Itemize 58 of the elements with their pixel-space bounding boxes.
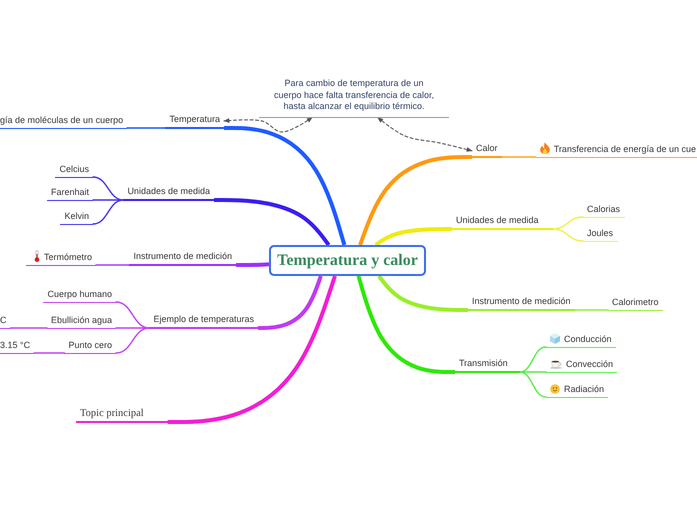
topic-label: Joules: [583, 226, 618, 242]
topic-label: Calorias: [583, 202, 626, 218]
topic-label: Radiación: [564, 384, 604, 394]
topic-label: Conducción: [564, 334, 612, 344]
branch-line: [115, 301, 150, 329]
branch-line: [95, 264, 130, 266]
topic-label: Calor: [472, 142, 502, 158]
branch-line: [33, 352, 66, 354]
branch-curve: [356, 275, 455, 374]
topic-item: [536, 140, 697, 158]
topic-item: [546, 358, 618, 373]
topic-label: Transmisión: [455, 357, 520, 373]
topic-item: [546, 332, 616, 348]
branch-line: [574, 309, 609, 311]
central-topic: Temperatura y calor: [269, 245, 426, 276]
topic-label: Topic principal: [76, 407, 168, 423]
topic-label: Termómetro: [44, 252, 92, 262]
branch-line: [92, 176, 124, 201]
branch-curve: [258, 275, 323, 330]
branch-curve: [236, 262, 270, 267]
topic-item: [546, 382, 608, 398]
topic-label: 3.15 °C: [0, 338, 34, 354]
branch-curve: [374, 227, 452, 247]
branch-curve: [224, 126, 346, 246]
topic-label: Convección: [566, 358, 614, 369]
topic-label: Ejemplo de temperaturas: [149, 313, 258, 329]
topic-label: gía de moléculas de un cuerpo: [0, 114, 128, 129]
topic-label: Unidades de medida: [123, 185, 214, 201]
topic-label: Kelvin: [60, 210, 93, 225]
branch-line: [10, 327, 48, 329]
branch-curve: [168, 275, 337, 424]
branch-curve: [377, 274, 468, 312]
topic-label: Punto cero: [64, 338, 116, 354]
branch-line: [552, 228, 584, 242]
branch-line: [126, 127, 166, 129]
note-text: Para cambio de temperatura de un cuerpo hace falta transferencia de calor, hasta alcanzar el equilibrio térmico.: [259, 78, 449, 118]
branch-curve: [358, 155, 472, 246]
topic-label: Calorimetro: [608, 296, 663, 311]
branch-line: [115, 327, 150, 354]
topic-label: Transferencia de energía de un cue: [554, 144, 696, 154]
branch-line: [552, 216, 584, 230]
dashed-arrow: [223, 117, 313, 132]
branch-line: [500, 156, 536, 158]
topic-label: Ebullición agua: [46, 314, 116, 329]
topic-label: Instrumento de medición: [468, 295, 575, 311]
branch-line: [519, 371, 547, 398]
topic-label: Temperatura: [165, 113, 224, 129]
topic-label: Farenhait: [46, 186, 93, 201]
topic-item: [26, 248, 96, 266]
topic-label: Cuerpo humano: [43, 288, 116, 303]
branch-curve: [214, 198, 330, 246]
topic-label: C: [0, 314, 10, 329]
branch-line: [519, 346, 547, 373]
topic-label: Instrumento de medición: [129, 250, 236, 266]
branch-line: [92, 199, 124, 225]
topic-label: Celcius: [55, 162, 93, 178]
topic-label: Unidades de medida: [452, 214, 553, 230]
dashed-arrow: [377, 117, 473, 152]
